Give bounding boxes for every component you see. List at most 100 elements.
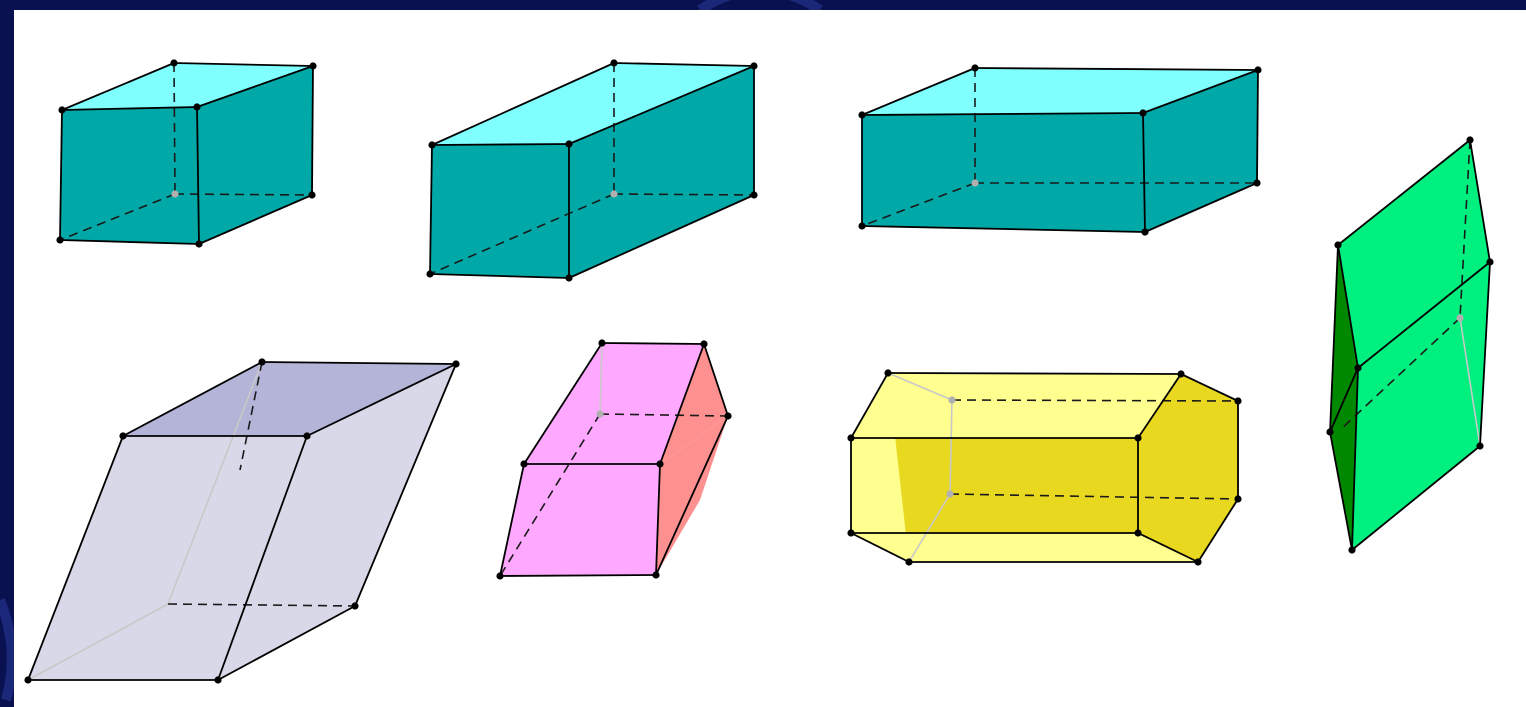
edge	[499, 463, 525, 577]
edge	[1337, 139, 1471, 246]
bottom-face	[851, 533, 1198, 562]
vertex-point	[598, 339, 606, 347]
hidden-edge	[27, 603, 169, 681]
edge	[196, 65, 314, 108]
edge	[217, 605, 356, 681]
edge	[61, 62, 175, 111]
edge	[1256, 69, 1259, 184]
vertex-point	[1486, 258, 1494, 266]
vertex-point	[303, 432, 311, 440]
vertex-point	[1139, 109, 1147, 117]
hidden-edge	[949, 493, 1239, 500]
green-prism	[1326, 136, 1494, 554]
vertex-point	[1334, 241, 1342, 249]
vertex-point	[724, 412, 732, 420]
yellow-hexagonal-prism	[847, 369, 1242, 566]
hexagon-face	[1138, 374, 1238, 562]
edge	[1357, 261, 1491, 369]
vertex-point	[1348, 546, 1356, 554]
hidden-edge	[908, 493, 951, 563]
hidden-edge	[599, 413, 729, 417]
vertex-point	[847, 434, 855, 442]
vertex-point	[171, 190, 179, 198]
decor-arc-top	[697, 0, 823, 15]
hidden-edge	[951, 399, 1239, 402]
edge	[1142, 112, 1146, 233]
rectangular-box-2	[426, 59, 758, 282]
vertex-point	[1177, 370, 1185, 378]
hidden-edge	[499, 413, 601, 577]
edge	[1479, 261, 1491, 447]
rectangular-box-1	[56, 59, 317, 248]
side-face	[218, 364, 456, 680]
vertex-point	[1456, 314, 1464, 322]
front-face	[862, 113, 1145, 232]
vertex-point	[596, 410, 604, 418]
vertex-point	[452, 360, 460, 368]
front-face	[430, 144, 569, 278]
vertex-point	[428, 141, 436, 149]
top-face	[524, 343, 704, 464]
vertex-point	[971, 64, 979, 72]
edge	[1351, 445, 1481, 551]
edge	[1329, 367, 1359, 433]
edge	[568, 194, 755, 279]
vertex-point	[193, 103, 201, 111]
edge	[703, 343, 729, 417]
edge	[1144, 182, 1258, 233]
vertex-point	[1234, 495, 1242, 503]
hidden-edge	[239, 361, 263, 471]
edge	[861, 67, 976, 116]
front-face	[60, 107, 199, 244]
vertex-point	[58, 106, 66, 114]
vertex-point	[700, 340, 708, 348]
edge	[1337, 244, 1359, 369]
vertex-point	[1326, 428, 1334, 436]
vertex-point	[1253, 179, 1261, 187]
vertex-point	[1466, 136, 1474, 144]
hidden-edge	[1459, 317, 1481, 447]
edge	[354, 363, 457, 607]
edge	[196, 106, 200, 245]
top-face	[851, 373, 1181, 438]
vertex-point	[56, 236, 64, 244]
hidden-edge	[599, 342, 603, 415]
vertex-point	[1141, 228, 1149, 236]
edge	[1137, 373, 1182, 439]
edge	[1197, 498, 1239, 563]
edge	[1137, 532, 1199, 563]
edge	[523, 342, 603, 465]
vertex-point	[610, 59, 618, 67]
edge	[122, 361, 263, 437]
vertex-point	[948, 396, 956, 404]
vertex-point	[170, 59, 178, 67]
edge	[568, 65, 755, 145]
edge	[655, 463, 661, 576]
vertex-point	[308, 191, 316, 199]
pink-prism	[496, 339, 732, 580]
vertex-point	[1476, 442, 1484, 450]
vertex-point	[652, 571, 660, 579]
edge	[261, 361, 457, 365]
edge	[198, 194, 313, 245]
edge	[311, 65, 314, 196]
edge	[429, 273, 570, 279]
hidden-edge	[861, 182, 976, 227]
hidden-edge	[1339, 317, 1461, 431]
edge	[1180, 373, 1239, 402]
front-face	[28, 436, 307, 680]
side-face-upper	[660, 344, 728, 464]
edge	[861, 225, 1146, 233]
decor-arc-left	[0, 598, 17, 702]
edge	[217, 435, 308, 681]
edge	[431, 62, 615, 146]
edge	[861, 112, 1144, 116]
edge	[601, 342, 705, 345]
vertex-point	[1254, 66, 1262, 74]
rectangular-box-3	[858, 64, 1262, 236]
edge	[655, 415, 729, 576]
lower-front-face	[1352, 262, 1490, 550]
vertex-point	[309, 62, 317, 70]
vertex-point	[1194, 558, 1202, 566]
edge	[173, 62, 314, 67]
